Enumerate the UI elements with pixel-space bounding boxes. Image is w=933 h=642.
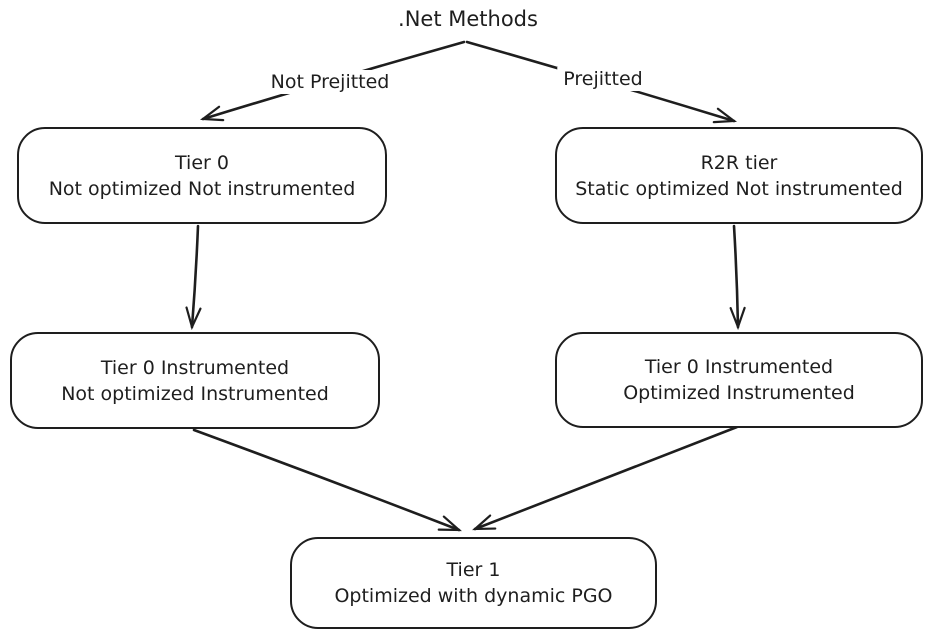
node-tier1-subtitle: Optimized with dynamic PGO xyxy=(334,585,613,607)
edge-left-to-tier1 xyxy=(192,428,462,532)
node-tier0-title: Tier 0 xyxy=(175,151,229,174)
edge-tier0-down xyxy=(185,224,202,331)
edge-right-to-tier1 xyxy=(472,425,739,531)
node-tier0-subtitle: Not optimized Not instrumented xyxy=(48,177,356,200)
node-r2r-subtitle: Static optimized Not instrumented xyxy=(575,177,903,200)
edge-r2r-down xyxy=(729,224,746,331)
node-r2r-tier: R2R tier Static optimized Not instrument… xyxy=(555,127,923,224)
node-tier0: Tier 0 Not optimized Not instrumented xyxy=(17,127,387,224)
edge-label-not-prejitted: Not Prejitted xyxy=(264,70,396,94)
node-tier0-instr-left-title: Tier 0 Instrumented xyxy=(100,356,290,379)
node-net-methods: .Net Methods xyxy=(398,7,538,31)
node-tier1: Tier 1 Optimized with dynamic PGO xyxy=(290,537,657,629)
node-tier0-instr-left-subtitle: Not optimized Instrumented xyxy=(61,382,329,405)
edge-label-prejitted: Prejitted xyxy=(557,67,649,91)
node-tier0-instr-right-subtitle: Optimized Instrumented xyxy=(623,382,855,404)
node-tier0-instr-right-title: Tier 0 Instrumented xyxy=(644,356,834,378)
node-r2r-title: R2R tier xyxy=(700,151,778,174)
node-tier1-title: Tier 1 xyxy=(446,559,501,581)
node-tier0-instrumented-right: Tier 0 Instrumented Optimized Instrument… xyxy=(555,332,923,428)
node-tier0-instrumented-left: Tier 0 Instrumented Not optimized Instru… xyxy=(10,332,380,429)
